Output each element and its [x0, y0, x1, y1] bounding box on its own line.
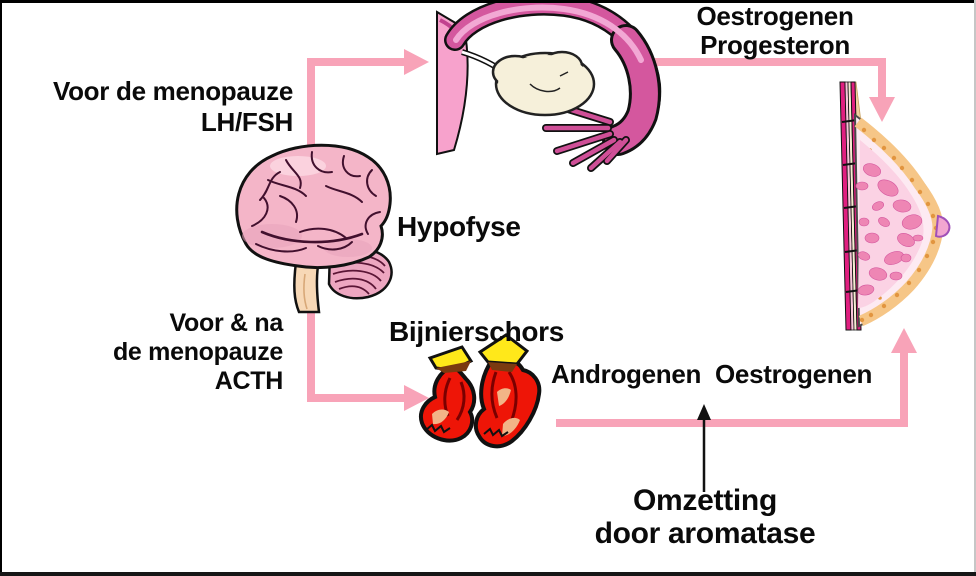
black-conversion-arrow — [697, 404, 711, 492]
label-oestrogenen-mid: Oestrogenen — [715, 359, 873, 389]
label-premenopause: Voor de menopauze LH/FSH — [53, 76, 293, 138]
label-omzetting-line1: Omzetting — [633, 484, 777, 517]
label-bijnierschors: Bijnierschors — [389, 316, 565, 347]
slide-border-top — [0, 0, 976, 3]
label-premenopause-line1: Voor de menopauze — [52, 76, 293, 106]
label-premenopause-line2: LH/FSH — [200, 107, 293, 137]
slide-border-left — [0, 0, 2, 576]
pink-flow-arrow-acth — [307, 385, 429, 411]
brain-illustration — [235, 143, 393, 314]
label-pre-post-line1: Voor & na — [169, 309, 283, 337]
pink-flow-arrow-oestrogen-progesteron — [650, 58, 895, 122]
label-pre-post-menopause: Voor & na de menopauze ACTH — [113, 309, 283, 396]
label-pre-post-line3: ACTH — [214, 367, 284, 395]
slide-border-bottom — [0, 572, 976, 576]
label-androgenen: Androgenen — [551, 359, 702, 389]
slide-border-right — [974, 0, 976, 576]
pink-flow-arrow-to-breast — [556, 328, 917, 427]
breast-cross-section-illustration — [839, 81, 951, 331]
label-ovary-hormones: Oestrogenen Progesteron — [658, 2, 892, 60]
label-pre-post-line2: de menopauze — [112, 338, 283, 366]
uterus-fallopian-tube-ovary-illustration — [436, 0, 662, 172]
label-ovary-hormones-line1: Oestrogenen — [696, 1, 854, 31]
label-ovary-hormones-line2: Progesteron — [700, 30, 850, 60]
label-omzetting-aromatase: Omzetting door aromatase — [574, 484, 836, 550]
label-omzetting-line2: door aromatase — [594, 517, 816, 550]
label-hypofyse: Hypofyse — [397, 211, 521, 242]
adrenal-glands-illustration — [419, 333, 542, 449]
